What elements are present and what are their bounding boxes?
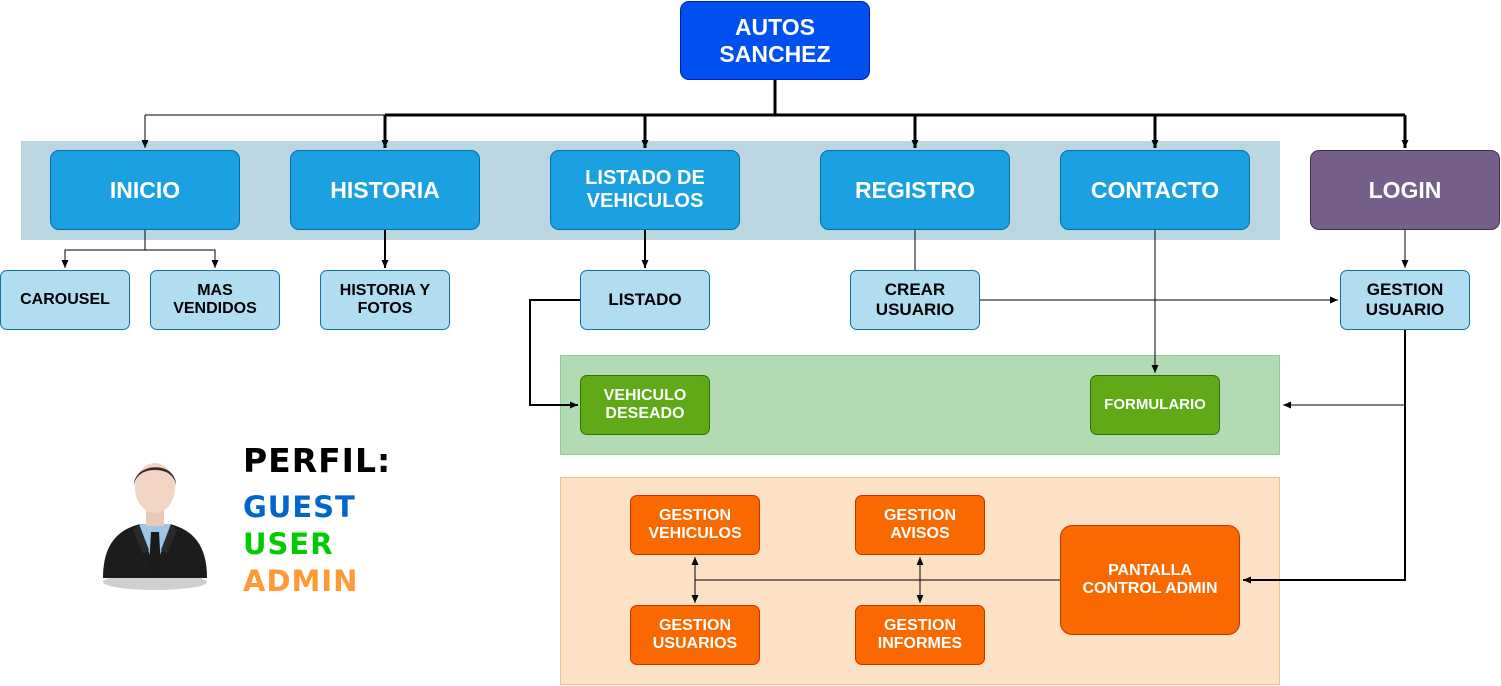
legend-guest: GUEST bbox=[243, 490, 356, 524]
node-gestion-usuario: GESTION USUARIO bbox=[1340, 270, 1470, 330]
node-historia-fotos: HISTORIA Y FOTOS bbox=[320, 270, 450, 330]
businessman-avatar-icon bbox=[103, 463, 207, 590]
node-inicio: INICIO bbox=[50, 150, 240, 230]
legend-title: PERFIL: bbox=[243, 441, 392, 480]
node-historia: HISTORIA bbox=[290, 150, 480, 230]
legend-admin: ADMIN bbox=[243, 564, 359, 598]
node-formulario: FORMULARIO bbox=[1090, 375, 1220, 435]
node-gestion-informes: GESTION INFORMES bbox=[855, 605, 985, 665]
node-listado: LISTADO bbox=[580, 270, 710, 330]
node-registro: REGISTRO bbox=[820, 150, 1010, 230]
node-gestion-vehiculos: GESTION VEHICULOS bbox=[630, 495, 760, 555]
node-gestion-avisos: GESTION AVISOS bbox=[855, 495, 985, 555]
node-carousel: CAROUSEL bbox=[0, 270, 130, 330]
node-crear-usuario: CREAR USUARIO bbox=[850, 270, 980, 330]
node-listado-vehiculos: LISTADO DE VEHICULOS bbox=[550, 150, 740, 230]
node-gestion-usuarios: GESTION USUARIOS bbox=[630, 605, 760, 665]
root-node-autos-sanchez: AUTOS SANCHEZ bbox=[680, 1, 870, 80]
node-login: LOGIN bbox=[1310, 150, 1500, 230]
node-pantalla-control-admin: PANTALLA CONTROL ADMIN bbox=[1060, 525, 1240, 635]
node-mas-vendidos: MAS VENDIDOS bbox=[150, 270, 280, 330]
node-contacto: CONTACTO bbox=[1060, 150, 1250, 230]
node-vehiculo-deseado: VEHICULO DESEADO bbox=[580, 375, 710, 435]
legend-user: USER bbox=[243, 527, 334, 561]
